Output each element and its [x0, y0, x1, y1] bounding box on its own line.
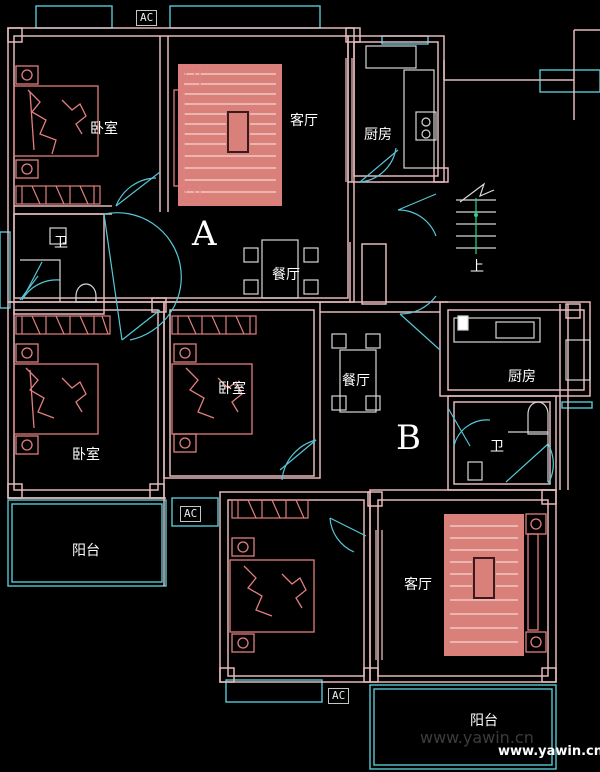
ac-tag-top: AC: [136, 10, 158, 26]
room-label-bath-b: 卫: [490, 439, 504, 455]
rug-b: [444, 514, 524, 656]
rug-a: [178, 64, 282, 206]
room-label-kitchen-b: 厨房: [508, 369, 536, 385]
room-label-bath-a: 卫: [54, 235, 68, 251]
living-furniture: [173, 58, 547, 660]
room-label-living-a: 客厅: [290, 113, 318, 129]
windows: [0, 5, 600, 770]
unit-label-b: B: [396, 418, 421, 458]
room-label-dining-b: 餐厅: [342, 373, 370, 389]
room-label-living-b: 客厅: [404, 577, 432, 593]
room-label-bedroom-b1: 卧室: [218, 381, 246, 397]
beds: [13, 65, 315, 653]
room-label-balcony-a: 阳台: [72, 543, 100, 559]
bath-fixtures: [19, 227, 549, 482]
room-label-kitchen-a: 厨房: [364, 127, 392, 143]
room-label-bedroom-a2: 卧室: [72, 447, 100, 463]
ac-tag-bottom: AC: [328, 688, 350, 704]
ac-tag-middle: AC: [180, 506, 202, 522]
room-label-balcony-b: 阳台: [470, 713, 498, 729]
staircase: [456, 182, 496, 254]
stair-label: 上: [470, 259, 484, 275]
room-label-bedroom-a1: 卧室: [90, 121, 118, 137]
room-label-dining-a: 餐厅: [272, 267, 300, 283]
unit-label-a: A: [192, 214, 217, 254]
watermark-text: www.yawin.cn: [498, 744, 600, 759]
watermark-ghost: www.yawin.cn: [420, 728, 534, 747]
kitchen-fixtures: [365, 45, 591, 381]
wardrobes: [15, 185, 309, 519]
dining-tables: [243, 239, 381, 413]
